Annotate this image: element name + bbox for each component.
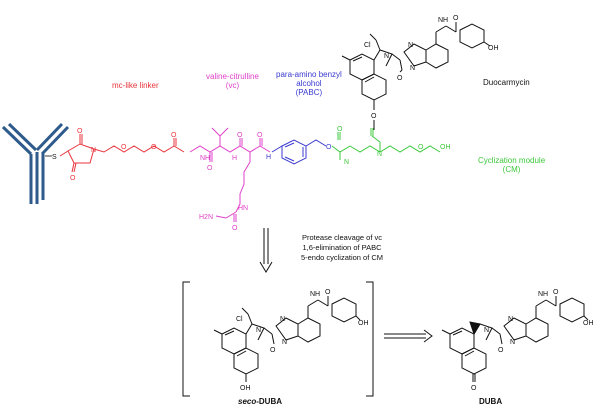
o-atom: O <box>70 175 76 182</box>
o-atom: O <box>77 128 83 135</box>
pabc-label: para-amino benzyl alcohol (PABC) <box>276 70 342 98</box>
h-atom: NH <box>538 291 548 298</box>
o-atom: O <box>232 225 238 232</box>
n-atom: N <box>384 53 389 60</box>
cm-structure <box>331 128 441 160</box>
o-atom: O <box>325 289 331 296</box>
n-atom: N <box>344 159 349 166</box>
pabc-structure <box>271 139 327 165</box>
o-atom: O <box>337 126 343 133</box>
seco-duba-label: seco-DUBA <box>238 397 282 406</box>
duba-structure <box>441 296 589 382</box>
bracket-shape <box>182 281 374 397</box>
oh-atom: OH <box>583 320 594 327</box>
cl-atom: Cl <box>236 316 243 323</box>
n-atom: N <box>91 147 96 154</box>
cm-label-line1: Cyclization module <box>478 156 546 165</box>
o-atom: O <box>371 113 377 120</box>
o-atom: O <box>257 132 263 139</box>
step-1: Protease cleavage of vc <box>301 233 383 242</box>
pabc-label-line2: alcohol <box>296 79 322 89</box>
oh-atom: OH <box>488 45 499 52</box>
cm-label: Cyclization module (CM) <box>478 156 545 174</box>
oh-atom: OH <box>358 320 369 327</box>
n-atom: N <box>410 65 415 72</box>
n-atom: N <box>484 327 489 334</box>
step-2: 1,6-elimination of PABC <box>302 242 382 252</box>
cl-atom: Cl <box>364 42 371 49</box>
o-atom: O <box>471 385 477 392</box>
pabc-label-line1: para-amino benzyl <box>276 70 342 79</box>
duocarmycin-structure <box>341 22 491 110</box>
hn-atom: HN <box>238 205 248 212</box>
step-3: 5-endo cyclization of CM <box>300 252 384 262</box>
vc-structure <box>189 127 271 222</box>
o-atom: O <box>171 132 177 139</box>
o-atom: O <box>326 144 332 151</box>
o-atom: O <box>453 15 459 22</box>
mc-linker-structure <box>59 134 185 173</box>
duba-label: DUBA <box>479 397 503 406</box>
o-atom: O <box>397 75 403 82</box>
o-atom: O <box>151 144 157 151</box>
vc-label: valine-citrulline (vc) <box>206 72 259 90</box>
o-atom: O <box>237 132 243 139</box>
nh-atom: H <box>232 155 237 162</box>
seco-italic: seco <box>238 397 257 406</box>
n-atom: N <box>377 151 382 158</box>
seco-duba-structure <box>213 296 361 382</box>
down-arrow-icon <box>259 228 273 273</box>
reaction-steps: Protease cleavage of vc 1,6-elimination … <box>282 233 402 262</box>
oh-atom: OH <box>440 144 451 151</box>
duocarmycin-label: Duocarmycin <box>483 78 530 87</box>
o-atom: O <box>207 165 213 172</box>
n-atom: N <box>282 339 287 346</box>
o-atom: O <box>553 289 559 296</box>
o-atom: O <box>498 347 504 354</box>
h-atom: NH <box>310 291 320 298</box>
o-atom: O <box>121 144 127 151</box>
sulfur-atom: S <box>52 154 57 161</box>
mc-linker-label: mc-like linker <box>112 81 159 90</box>
vc-label-line2: (vc) <box>225 81 240 91</box>
pabc-label-line3: (PABC) <box>295 88 323 98</box>
cm-label-line2: (CM) <box>502 165 521 175</box>
n-atom: N <box>280 316 285 323</box>
oh-atom: OH <box>240 385 251 392</box>
o-atom: O <box>270 347 276 354</box>
n-atom: N <box>256 327 261 334</box>
seco-rest: -DUBA <box>256 397 283 406</box>
n-atom: N <box>408 42 413 49</box>
n-atom: N <box>510 339 515 346</box>
h-atom: H <box>266 154 271 161</box>
right-arrow-icon <box>384 329 433 343</box>
h-atom: NH <box>438 17 448 24</box>
n-atom: N <box>508 316 513 323</box>
h2n-atom: H2N <box>199 214 213 221</box>
antibody-icon <box>1 122 70 204</box>
vc-label-line1: valine-citrulline <box>206 72 259 81</box>
nh-atom: NH <box>200 155 210 162</box>
o-atom: O <box>418 144 424 151</box>
